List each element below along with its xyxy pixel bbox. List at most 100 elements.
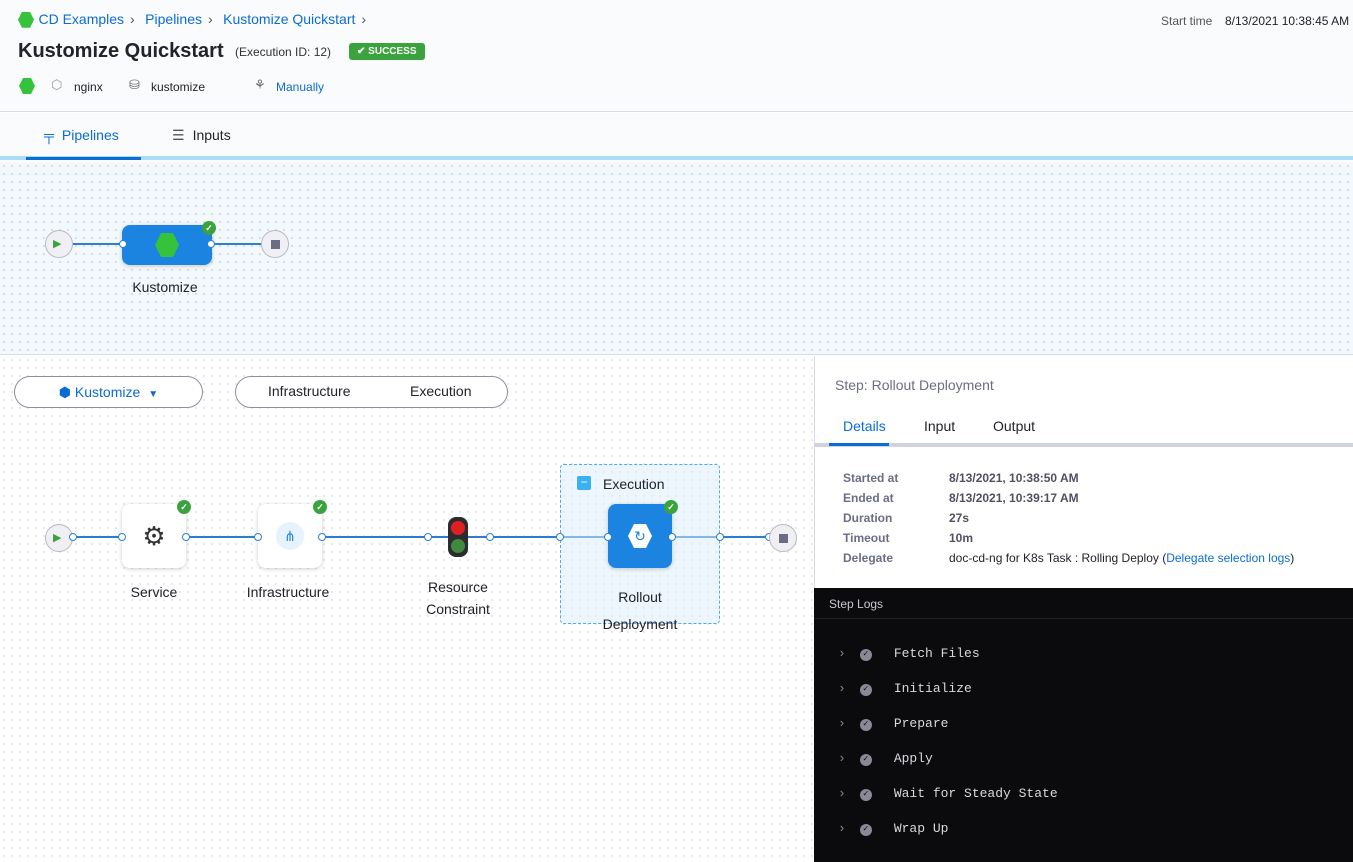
tab-details[interactable]: Details: [843, 418, 886, 434]
stop-icon: [779, 534, 788, 543]
chevron-right-icon[interactable]: ›: [838, 716, 846, 731]
step-title: Step: Rollout Deployment: [835, 377, 994, 393]
log-section-label: Prepare: [893, 716, 949, 731]
end-node: [261, 230, 289, 258]
step-logs: Step Logs › ✓ Fetch Files › ✓ Initialize › ✓ Pre…: [814, 588, 1353, 862]
breadcrumb-project[interactable]: CD Examples: [38, 11, 125, 27]
detail-label: Delegate: [843, 551, 894, 565]
node-label: Resource Constraint: [426, 579, 490, 617]
log-section-label: Wrap Up: [893, 821, 949, 836]
start-time-label: Start time: [1161, 14, 1213, 28]
step-details-panel: Step: Rollout Deployment Details Input O…: [814, 356, 1353, 588]
service-node[interactable]: ⚙: [122, 504, 186, 568]
detail-value: doc-cd-ng for K8s Task : Rolling Deploy …: [949, 551, 1294, 565]
detail-value: 10m: [949, 531, 974, 545]
start-time: 8/13/2021 10:38:45 AM: [1225, 14, 1350, 28]
detail-label: Timeout: [843, 531, 890, 545]
chevron-right-icon[interactable]: ›: [838, 821, 846, 836]
breadcrumb-pipeline[interactable]: Kustomize Quickstart: [223, 11, 356, 27]
success-icon: ✓: [859, 684, 872, 696]
play-icon: ▶: [53, 238, 62, 250]
tab-input[interactable]: Input: [924, 418, 956, 434]
end-node: [769, 524, 797, 552]
chevron-right-icon[interactable]: ›: [838, 681, 846, 696]
project-icon: [18, 11, 34, 28]
kustomize-icon: [155, 233, 179, 257]
view-toggle: Infrastructure Execution: [235, 376, 508, 408]
chevron-right-icon[interactable]: ›: [838, 786, 846, 801]
tab-label: Inputs: [192, 127, 231, 143]
success-icon: ✓: [313, 500, 327, 514]
execution-header: CD Examples› Pipelines› Kustomize Quicks…: [0, 0, 1353, 112]
logs-title: Step Logs: [829, 597, 884, 611]
chevron-down-icon: ▼: [148, 389, 159, 400]
rollout-deployment-node[interactable]: ↻: [608, 504, 672, 568]
trigger-link[interactable]: Manually: [276, 80, 325, 94]
breadcrumb-pipelines[interactable]: Pipelines: [145, 11, 202, 27]
stage-node-kustomize[interactable]: [122, 225, 212, 265]
detail-value: 8/13/2021, 10:39:17 AM: [949, 491, 1079, 505]
play-icon: ▶: [53, 532, 62, 544]
log-section[interactable]: › ✓ Wrap Up: [838, 821, 948, 836]
log-section[interactable]: › ✓ Prepare: [838, 716, 948, 731]
node-label: Infrastructure: [246, 584, 330, 600]
stage-select[interactable]: ⬢ Kustomize ▼: [14, 376, 203, 408]
node-label: Service: [130, 584, 178, 600]
success-icon: ✓: [859, 824, 872, 836]
log-section[interactable]: ›✓Wait for Steady State: [838, 786, 1058, 801]
stage-graph: ⬢ Kustomize▼ Infrastructure Execution ▶ …: [0, 356, 814, 862]
tab-output[interactable]: Output: [993, 418, 1036, 434]
log-section[interactable]: › ✓ Initialize: [838, 681, 972, 696]
active-tab-indicator: [829, 443, 889, 446]
tab-inputs[interactable]: ☰ Inputs: [172, 127, 231, 144]
toggle-execution[interactable]: Execution: [410, 383, 472, 399]
toggle-infrastructure[interactable]: Infrastructure: [268, 383, 351, 399]
module-icon: [19, 78, 35, 94]
delegate-logs-link[interactable]: Delegate selection logs: [1166, 551, 1291, 565]
chevron-right-icon[interactable]: ›: [838, 751, 846, 766]
log-section[interactable]: › ✓ Apply: [838, 751, 933, 766]
stage-icon: ⬢: [58, 384, 75, 400]
inputs-icon: ☰: [172, 127, 185, 143]
gears-icon: ⚙: [142, 520, 166, 551]
success-icon: ✓: [664, 500, 678, 514]
status-badge: ✔ SUCCESS: [349, 43, 425, 60]
detail-value: 8/13/2021, 10:38:50 AM: [949, 471, 1079, 485]
success-icon: ✓: [859, 719, 872, 731]
delegate-close: ): [1290, 551, 1295, 565]
success-icon: ✓: [859, 789, 872, 801]
node-label: Rollout Deployment: [602, 589, 678, 632]
infrastructure-node[interactable]: ⋔: [258, 504, 322, 568]
view-tabs: ╤Pipelines ☰ Inputs: [0, 113, 1353, 160]
log-section-label: Initialize: [893, 681, 972, 696]
infrastructure-icon: ⋔: [276, 522, 304, 550]
success-icon: ✓: [859, 649, 872, 661]
breadcrumb: CD Examples› Pipelines› Kustomize Quicks…: [18, 11, 372, 29]
status-text: SUCCESS: [368, 46, 417, 57]
service-icon: ⬡: [51, 77, 63, 92]
group-label: Execution: [603, 476, 665, 492]
detail-label: Ended at: [843, 491, 894, 505]
success-icon: ✓: [859, 754, 872, 766]
tab-pipelines[interactable]: ╤Pipelines: [44, 127, 119, 143]
detail-label: Started at: [843, 471, 899, 485]
chevron-right-icon[interactable]: ›: [838, 646, 846, 661]
start-node: ▶: [45, 230, 73, 258]
start-node: ▶: [45, 524, 73, 552]
log-section[interactable]: › ✓ Fetch Files: [838, 646, 980, 661]
check-icon: ✔: [357, 46, 369, 57]
delegate-name: doc-cd-ng for K8s Task : Rolling Deploy …: [949, 551, 1167, 565]
rollout-icon: ↻: [628, 524, 652, 548]
service-name: nginx: [74, 80, 103, 94]
pipeline-graph: ▶ ✓ Kustomize: [0, 162, 1353, 355]
traffic-light-icon[interactable]: [448, 517, 468, 557]
success-icon: ✓: [177, 500, 191, 514]
stage-label: Kustomize: [132, 279, 198, 295]
log-section-label: Fetch Files: [893, 646, 980, 661]
log-section-label: Apply: [893, 751, 933, 766]
page-title: Kustomize Quickstart: [18, 40, 224, 62]
detail-label: Duration: [843, 511, 893, 525]
detail-value: 27s: [949, 511, 970, 525]
collapse-icon[interactable]: −: [577, 476, 591, 490]
stage-select-value: Kustomize: [74, 384, 141, 400]
